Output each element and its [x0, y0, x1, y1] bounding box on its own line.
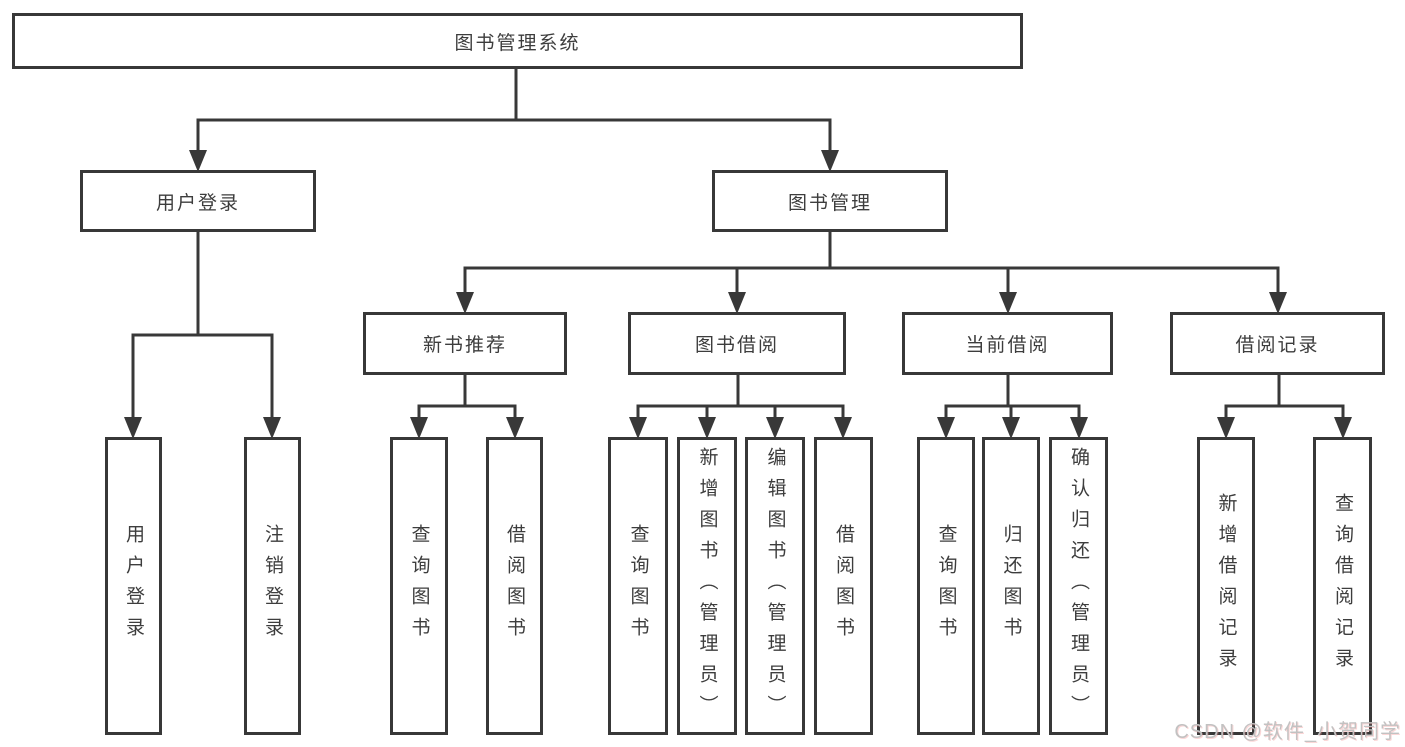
csdn-watermark: CSDN @软件_小贺同学	[1174, 721, 1401, 743]
node-leaf-return-books: 归还图书	[982, 437, 1040, 735]
node-leaf-logout: 注销登录	[244, 437, 301, 735]
node-leaf-add-books-admin: 新增图书（管理员）	[677, 437, 737, 735]
node-leaf-user-login: 用户登录	[105, 437, 162, 735]
node-library-management-system: 图书管理系统	[12, 13, 1023, 69]
node-leaf-query-books-recommend: 查询图书	[390, 437, 448, 735]
connector-records-to-leaves	[1217, 375, 1352, 439]
connector-user-login-to-leaves	[124, 232, 281, 439]
node-book-management: 图书管理	[712, 170, 948, 232]
connector-borrowing-to-leaves	[629, 375, 852, 439]
node-leaf-query-books-current: 查询图书	[917, 437, 975, 735]
connector-current-to-leaves	[937, 375, 1088, 439]
connector-new-books-to-leaves	[410, 375, 524, 439]
connector-root-to-level2	[189, 68, 839, 172]
node-new-book-recommendation: 新书推荐	[363, 312, 567, 375]
node-leaf-query-books-borrowing: 查询图书	[608, 437, 668, 735]
node-current-borrowing: 当前借阅	[902, 312, 1113, 375]
node-leaf-edit-books-admin: 编辑图书（管理员）	[745, 437, 805, 735]
node-leaf-borrow-books-borrowing: 借阅图书	[814, 437, 873, 735]
node-borrowing-records: 借阅记录	[1170, 312, 1385, 375]
connector-book-mgmt-to-level3	[456, 232, 1287, 314]
node-leaf-borrow-books-recommend: 借阅图书	[486, 437, 543, 735]
node-leaf-query-borrow-record: 查询借阅记录	[1313, 437, 1372, 735]
node-book-borrowing: 图书借阅	[628, 312, 846, 375]
node-user-login: 用户登录	[80, 170, 316, 232]
node-leaf-confirm-return-admin: 确认归还（管理员）	[1049, 437, 1108, 735]
node-leaf-add-borrow-record: 新增借阅记录	[1197, 437, 1255, 735]
